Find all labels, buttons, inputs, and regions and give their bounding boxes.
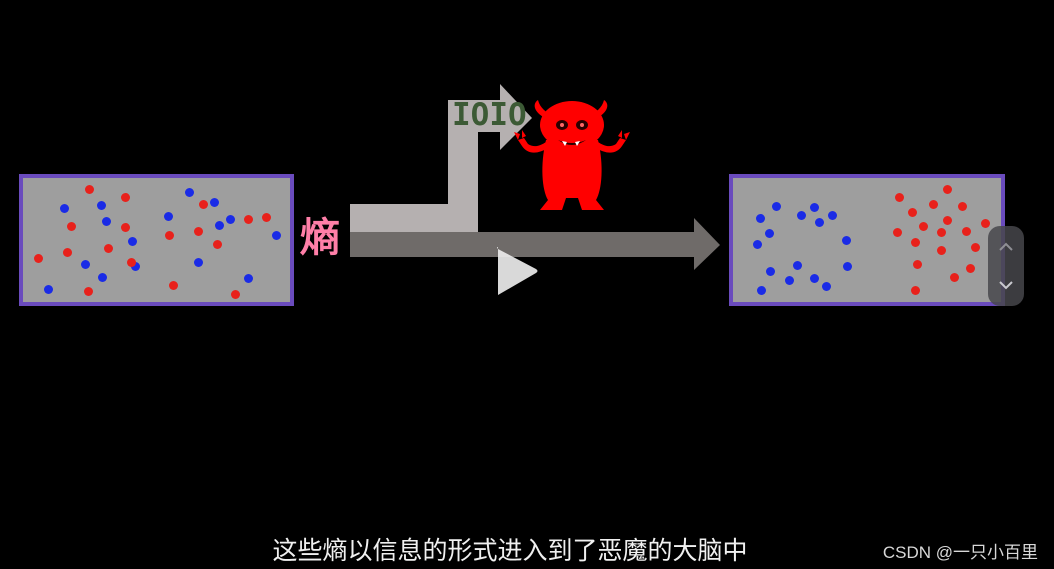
blue-particle <box>753 240 762 249</box>
red-particle <box>84 287 93 296</box>
blue-particle <box>102 217 111 226</box>
chevron-down-icon <box>999 281 1013 290</box>
red-particle <box>929 200 938 209</box>
information-bits-label: IOIO <box>452 97 527 133</box>
red-particle <box>165 231 174 240</box>
blue-particle <box>185 188 194 197</box>
red-particle <box>981 219 990 228</box>
red-particle <box>950 273 959 282</box>
video-subtitle: 这些熵以信息的形式进入到了恶魔的大脑中 <box>272 536 748 565</box>
blue-particle <box>756 214 765 223</box>
scroll-up-button[interactable] <box>988 232 1024 262</box>
red-particle <box>895 193 904 202</box>
blue-particle <box>226 215 235 224</box>
blue-particle <box>793 261 802 270</box>
red-particle <box>911 238 920 247</box>
play-button[interactable] <box>490 245 542 297</box>
red-particle <box>943 216 952 225</box>
blue-particle <box>843 262 852 271</box>
red-particle <box>244 215 253 224</box>
entropy-label: 熵 <box>300 215 340 261</box>
red-particle <box>943 185 952 194</box>
demon-face <box>556 120 588 146</box>
blue-particle <box>822 282 831 291</box>
blue-particle <box>164 212 173 221</box>
red-particle <box>104 244 113 253</box>
demon-icon <box>514 100 630 210</box>
blue-particle <box>244 274 253 283</box>
red-particle <box>893 228 902 237</box>
blue-particle <box>44 285 53 294</box>
blue-particle <box>97 201 106 210</box>
red-particle <box>231 290 240 299</box>
red-particle <box>262 213 271 222</box>
blue-particle <box>815 218 824 227</box>
red-particle <box>199 200 208 209</box>
red-particle <box>937 228 946 237</box>
chevron-up-icon <box>999 242 1013 251</box>
blue-particle <box>194 258 203 267</box>
play-icon <box>497 247 538 296</box>
scroll-control <box>988 226 1024 306</box>
blue-particle <box>842 236 851 245</box>
red-particle <box>213 240 222 249</box>
blue-particle <box>757 286 766 295</box>
red-particle <box>966 264 975 273</box>
red-particle <box>121 223 130 232</box>
red-particle <box>67 222 76 231</box>
blue-particle <box>797 211 806 220</box>
blue-particle <box>765 229 774 238</box>
red-particle <box>63 248 72 257</box>
blue-particle <box>98 273 107 282</box>
red-particle <box>908 208 917 217</box>
red-particle <box>911 286 920 295</box>
blue-particle <box>766 267 775 276</box>
red-particle <box>194 227 203 236</box>
red-particle <box>937 246 946 255</box>
red-particle <box>34 254 43 263</box>
blue-particle <box>772 202 781 211</box>
blue-particle <box>81 260 90 269</box>
separated-gas-box <box>729 174 1005 306</box>
blue-particle <box>131 262 140 271</box>
mixed-gas-box <box>19 174 294 306</box>
blue-particle <box>272 231 281 240</box>
red-particle <box>85 185 94 194</box>
blue-particle <box>128 237 137 246</box>
red-particle <box>121 193 130 202</box>
red-particle <box>913 260 922 269</box>
blue-particle <box>785 276 794 285</box>
red-particle <box>958 202 967 211</box>
blue-particle <box>215 221 224 230</box>
energy-arrow <box>350 218 720 270</box>
blue-particle <box>210 198 219 207</box>
csdn-watermark: CSDN @一只小百里 <box>882 543 1038 562</box>
red-particle <box>971 243 980 252</box>
blue-particle <box>828 211 837 220</box>
red-particle <box>169 281 178 290</box>
blue-particle <box>60 204 69 213</box>
information-arrow <box>350 84 532 232</box>
blue-particle <box>810 203 819 212</box>
red-particle <box>919 222 928 231</box>
red-particle <box>127 258 136 267</box>
blue-particle <box>810 274 819 283</box>
scroll-down-button[interactable] <box>988 270 1024 300</box>
red-particle <box>962 227 971 236</box>
